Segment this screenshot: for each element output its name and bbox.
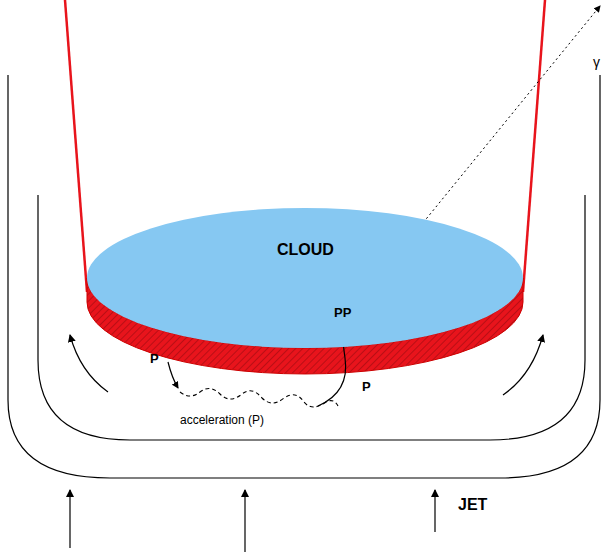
jet-label: JET	[458, 497, 487, 513]
cloud-ellipse: CLOUD	[87, 208, 523, 348]
jet-boundary	[8, 75, 600, 478]
flow-arrow	[70, 335, 108, 392]
acceleration-path	[180, 388, 338, 407]
flow-arrow	[503, 335, 543, 395]
cloud-shape	[87, 208, 523, 348]
jet-arrow	[244, 490, 245, 552]
acceleration-label: acceleration (P)	[180, 414, 264, 426]
proton-path	[168, 362, 178, 388]
bow-shock	[38, 195, 585, 440]
gamma-label: γ	[593, 55, 600, 69]
jet-arrow	[434, 490, 435, 532]
cloud-label: CLOUD	[277, 241, 334, 259]
jet-arrow	[69, 490, 70, 548]
shock-line	[523, 0, 545, 292]
proton-label: P	[362, 380, 371, 393]
shock-line	[65, 0, 87, 292]
proton-pair-label: PP	[334, 306, 351, 319]
proton-label: P	[150, 352, 159, 365]
